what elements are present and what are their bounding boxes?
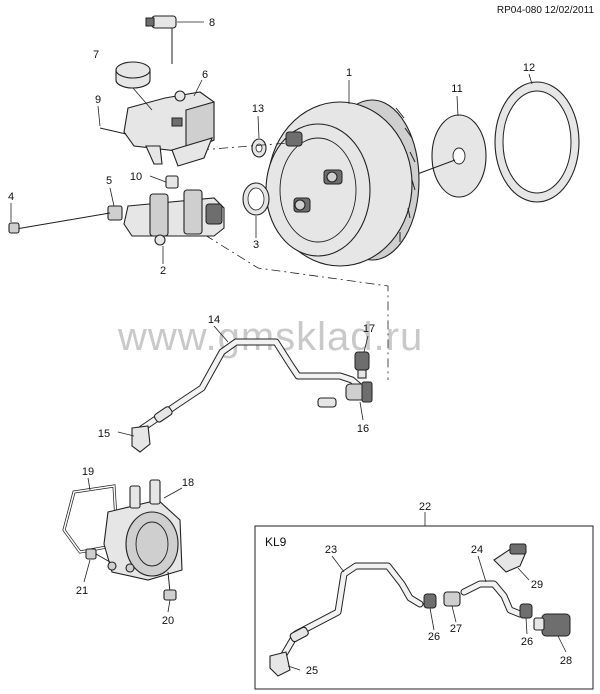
callout-28: 28	[560, 655, 572, 667]
callout-9: 9	[95, 94, 101, 106]
part-7-reservoir-cap	[115, 61, 151, 89]
callouts: 1 2 3 4 5 6 7 8 9 10 11 12 13 14 15 16 1…	[8, 17, 572, 677]
callout-13: 13	[252, 103, 264, 115]
part-23-inset-hose	[278, 562, 424, 662]
callout-6: 6	[202, 69, 208, 81]
part-29-bracket	[493, 543, 527, 573]
part-14-vacuum-hose	[136, 338, 370, 434]
part-2-master-cylinder	[123, 189, 225, 246]
part-8-level-sensor	[145, 15, 177, 64]
callout-27: 27	[450, 623, 462, 635]
watermark: www.gmsklad.ru	[117, 315, 423, 359]
leader-lines	[10, 21, 567, 671]
callout-10: 10	[130, 171, 142, 183]
callout-18: 18	[182, 477, 194, 489]
alignment-line-booster	[199, 142, 289, 151]
part-25-elbow	[269, 651, 291, 677]
part-16-check-valve	[345, 381, 373, 403]
part-15-elbow	[131, 425, 151, 453]
callout-29: 29	[531, 579, 543, 591]
callout-26a: 26	[428, 631, 440, 643]
part-4-brake-pipe	[8, 212, 111, 234]
part-10-seal	[165, 175, 179, 189]
inset-label: KL9	[265, 535, 287, 549]
part-20-bolt	[163, 571, 177, 601]
callout-2: 2	[160, 265, 166, 277]
part-6-reservoir	[123, 90, 215, 167]
part-26-clamp-left	[423, 593, 437, 609]
callout-17: 17	[363, 323, 375, 335]
callout-23: 23	[325, 544, 337, 556]
part-13-grommet	[251, 138, 267, 158]
part-21-bolt	[85, 548, 111, 563]
callout-22: 22	[419, 501, 431, 513]
callout-15: 15	[98, 428, 110, 440]
callout-12: 12	[523, 62, 535, 74]
callout-14: 14	[208, 314, 220, 326]
callout-1: 1	[346, 67, 352, 79]
part-5-nut	[107, 205, 123, 221]
part-17-clip	[354, 351, 370, 379]
part-18-vacuum-pump	[103, 479, 183, 581]
callout-7: 7	[93, 49, 99, 61]
callout-4: 4	[8, 191, 14, 203]
callout-5: 5	[106, 175, 112, 187]
part-9-pin	[99, 127, 127, 135]
part-3-o-ring	[242, 182, 270, 216]
callout-25: 25	[306, 665, 318, 677]
part-12-seal-ring	[494, 81, 580, 203]
part-27-connector	[443, 591, 461, 607]
callout-26b: 26	[521, 636, 533, 648]
part-24-hose	[460, 580, 524, 618]
part-1-brake-booster	[265, 99, 420, 267]
part-28-valve	[533, 613, 571, 637]
callout-16: 16	[357, 423, 369, 435]
callout-11: 11	[451, 83, 462, 95]
alignment-line-cylinder	[204, 234, 389, 380]
callout-20: 20	[162, 615, 174, 627]
part-26-clamp-right	[519, 603, 533, 619]
callout-19: 19	[82, 466, 94, 478]
callout-24: 24	[471, 544, 483, 556]
reference-code: RP04-080 12/02/2011	[497, 5, 595, 16]
part-11-gasket	[431, 114, 487, 198]
inset-box-kl9	[254, 525, 594, 690]
callout-3: 3	[253, 239, 259, 251]
callout-8: 8	[209, 17, 215, 29]
callout-21: 21	[76, 585, 88, 597]
